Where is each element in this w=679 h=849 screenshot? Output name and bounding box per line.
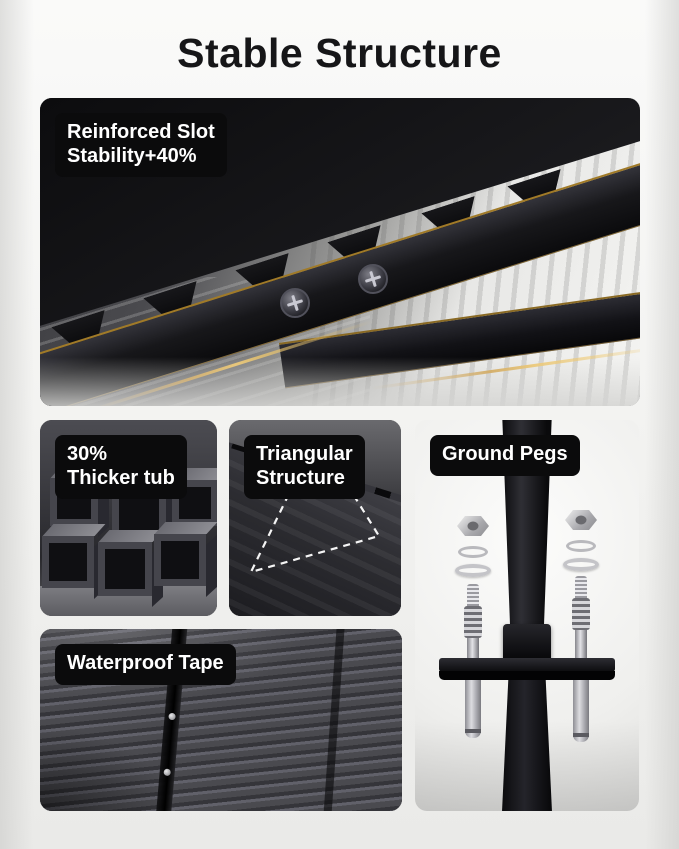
feature-label-line-1: Ground Pegs: [442, 443, 568, 465]
spring-washer-icon: [566, 540, 596, 552]
feature-label-line-1: Waterproof Tape: [67, 652, 224, 674]
feature-panel-ground-pegs: Ground Pegs: [415, 420, 639, 811]
feature-label-line-2: Stability+40%: [67, 144, 197, 167]
corner-shadow: [40, 692, 221, 811]
anchor-bolt: [572, 576, 590, 748]
steel-tube-cube: [154, 522, 217, 597]
feature-label-ground-pegs: Ground Pegs: [430, 435, 580, 476]
bolt-sleeve: [573, 664, 589, 742]
feature-label-line-2: Thicker tub: [67, 466, 175, 489]
feature-panel-waterproof-tape: Waterproof Tape: [40, 629, 402, 811]
feature-label-triangular-structure: Triangular Structure: [244, 435, 365, 500]
feature-panel-triangular-structure: Triangular Structure: [229, 420, 401, 616]
feature-label-waterproof-tape: Waterproof Tape: [55, 644, 236, 685]
base-plate-lip: [439, 671, 615, 680]
feature-label-line-1: Reinforced Slot: [67, 121, 215, 143]
cube-top-face: [42, 524, 106, 536]
feature-label-line-1: 30%: [67, 443, 108, 465]
flat-washer-icon: [455, 564, 491, 577]
post-lower: [502, 680, 552, 811]
feature-panel-thicker-tub: 30% Thicker tub: [40, 420, 217, 616]
steel-tube-cube: [98, 530, 164, 607]
phillips-screw-icon: [358, 264, 388, 294]
feature-label-thicker-tub: 30% Thicker tub: [55, 435, 187, 500]
roof-joint-photo: [40, 98, 640, 406]
page-title: Stable Structure: [177, 30, 502, 76]
bolt-spring: [464, 606, 482, 638]
cube-front-face: [98, 542, 152, 596]
steel-tube-cube: [42, 524, 106, 599]
flat-washer-icon: [563, 558, 599, 571]
floor-shading: [40, 356, 640, 406]
bolt-sleeve: [465, 672, 481, 738]
cube-front-face: [154, 534, 206, 586]
bolt-thread: [467, 584, 479, 606]
base-plate: [439, 658, 615, 672]
feature-label-line-1: Triangular: [256, 443, 353, 465]
hex-nut-icon: [565, 510, 597, 530]
ground-pegs-photo: [415, 420, 639, 811]
hex-nut-icon: [457, 516, 489, 536]
cube-front-face: [42, 536, 94, 588]
feature-label-line-2: Structure: [256, 466, 345, 489]
bolt-spring: [572, 598, 590, 630]
spring-washer-icon: [458, 546, 488, 558]
cube-top-face: [154, 522, 217, 534]
phillips-screw-icon: [280, 288, 310, 318]
bolt-shaft: [575, 630, 587, 664]
feature-label-reinforced-slot: Reinforced Slot Stability+40%: [55, 113, 227, 178]
feature-panel-reinforced-slot: Reinforced Slot Stability+40%: [40, 98, 640, 406]
bolt-thread: [575, 576, 587, 598]
post-collar: [503, 624, 551, 662]
cube-side-face: [206, 535, 217, 597]
